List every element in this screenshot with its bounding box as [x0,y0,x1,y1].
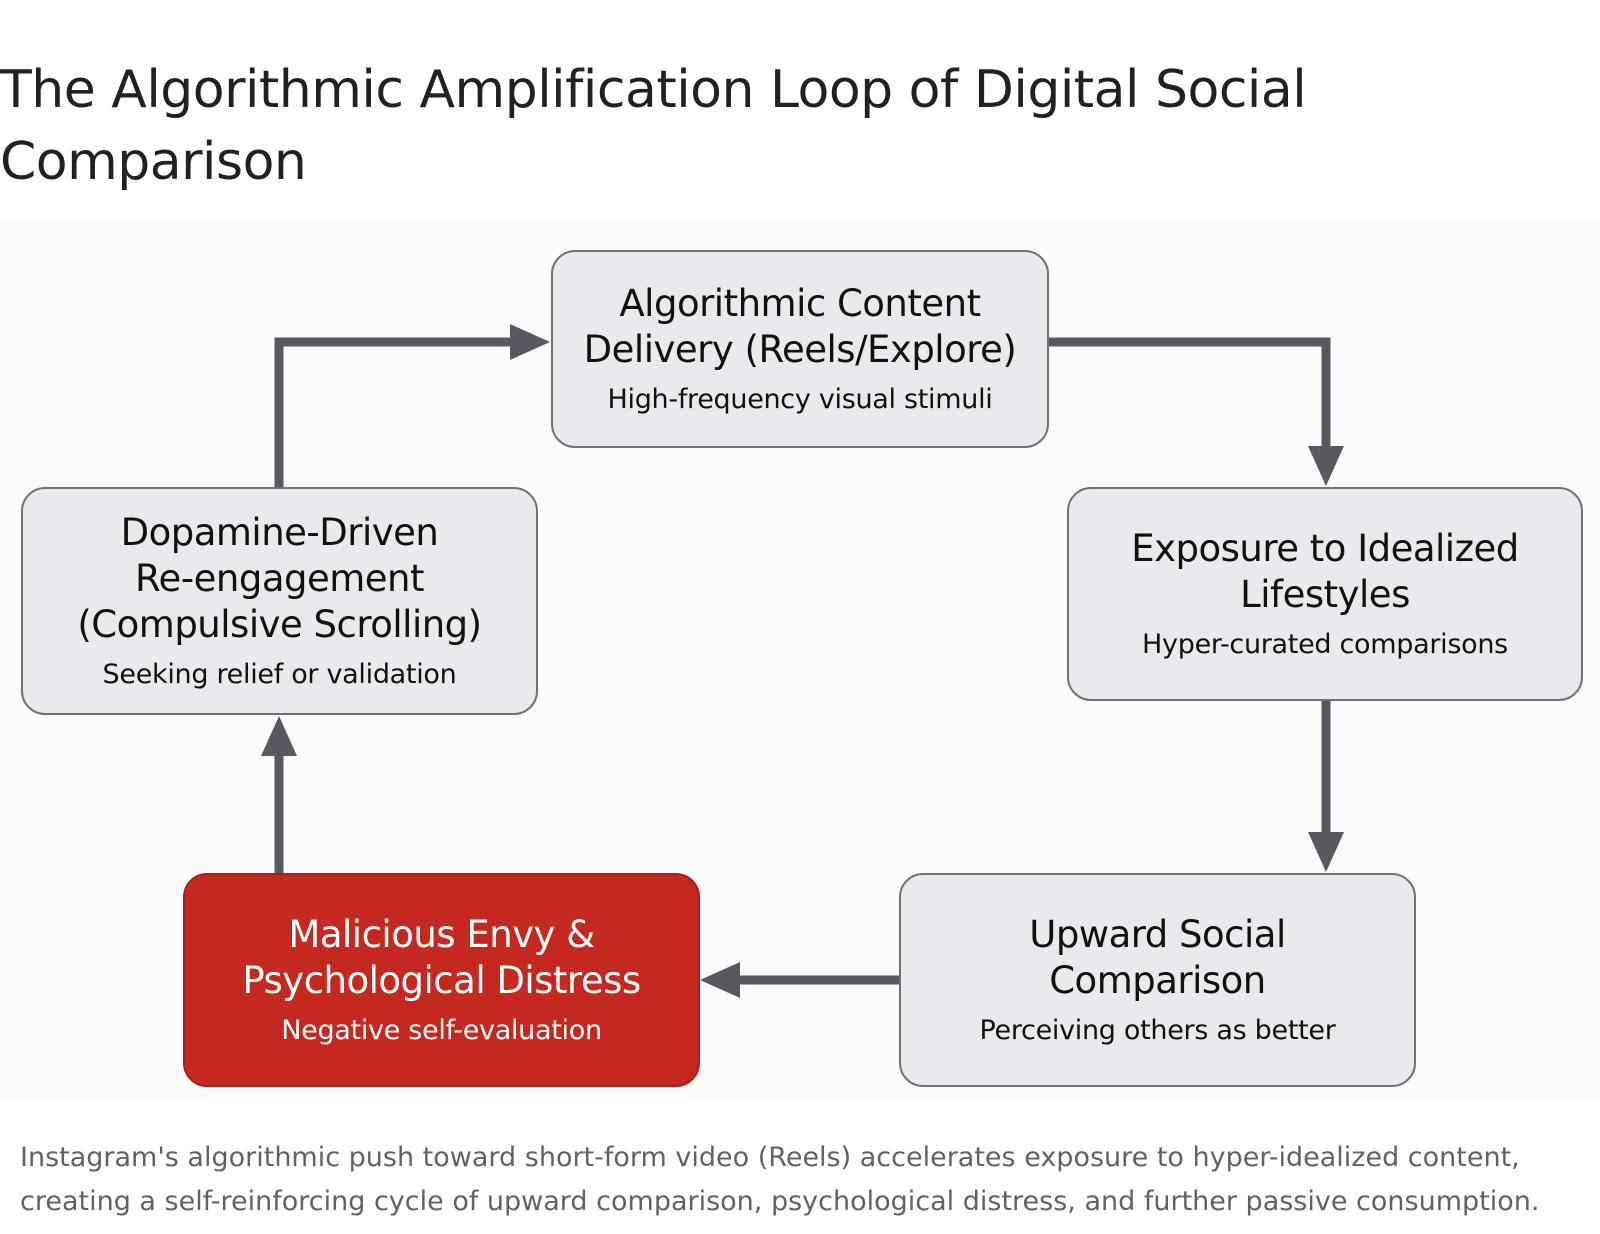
arrowhead-dopamine-to-delivery [510,324,550,360]
arrowhead-delivery-to-exposure [1308,446,1344,486]
node-subtitle: Seeking relief or validation [102,659,457,690]
node-title: Exposure to Idealized Lifestyles [1131,527,1519,616]
node-upward-social-comparison: Upward Social Comparison Perceiving othe… [899,873,1416,1087]
node-title: Algorithmic Content Delivery (Reels/Expl… [583,282,1017,371]
cycle-diagram: Algorithmic Content Delivery (Reels/Expl… [0,220,1600,1100]
node-subtitle: Negative self-evaluation [281,1015,602,1046]
node-dopamine-re-engagement: Dopamine-Driven Re-engagement (Compulsiv… [21,487,538,715]
arrowhead-envy-to-dopamine [261,716,297,756]
node-subtitle: Perceiving others as better [979,1015,1336,1046]
page-title: The Algorithmic Amplification Loop of Di… [0,60,1307,192]
arrowhead-exposure-to-upward [1308,832,1344,872]
node-subtitle: Hyper-curated comparisons [1142,629,1508,660]
node-subtitle: High-frequency visual stimuli [607,384,993,415]
arrowhead-upward-to-envy [700,962,740,998]
node-title: Upward Social Comparison [1029,913,1286,1002]
figure-caption: Instagram's algorithmic push toward shor… [20,1142,1540,1217]
node-malicious-envy-distress: Malicious Envy & Psychological Distress … [183,873,700,1087]
arrow-delivery-to-exposure [1049,337,1331,448]
node-title: Dopamine-Driven Re-engagement (Compulsiv… [77,511,482,646]
node-algorithmic-content-delivery: Algorithmic Content Delivery (Reels/Expl… [551,250,1049,448]
node-exposure-idealized-lifestyles: Exposure to Idealized Lifestyles Hyper-c… [1067,487,1583,701]
connector-layer [261,324,1344,998]
arrow-dopamine-to-delivery [274,337,512,487]
node-title: Malicious Envy & Psychological Distress [242,913,641,1002]
